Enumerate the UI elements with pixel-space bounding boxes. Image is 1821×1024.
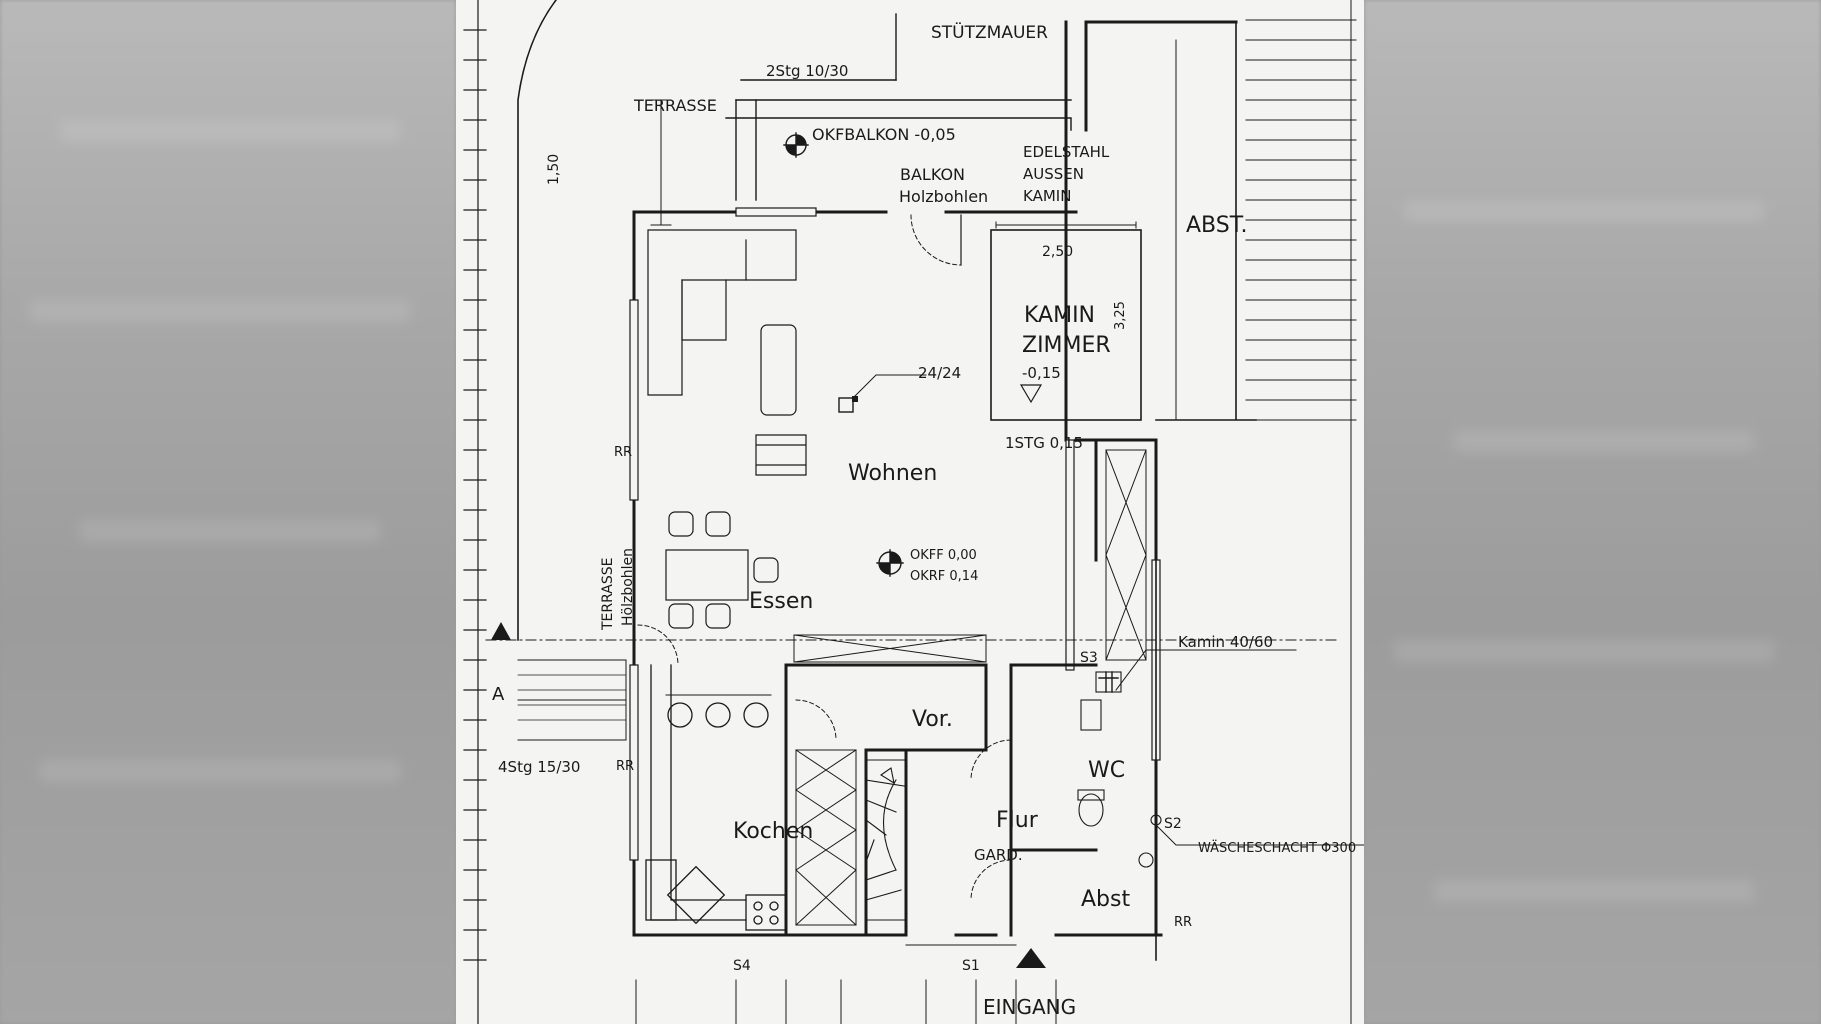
- floor-plan-drawing: STÜTZMAUER 2Stg 10/30 TERRASSE OKFBALKON…: [463, 0, 1364, 1024]
- blurred-background-left: [0, 0, 456, 1024]
- floor-plan-panel: STÜTZMAUER 2Stg 10/30 TERRASSE OKFBALKON…: [456, 0, 1364, 1024]
- label-abst-top: ABST.: [1186, 213, 1248, 238]
- balcony-edge: [650, 99, 1072, 226]
- blurred-background-right: [1364, 0, 1821, 1024]
- label-s1: S1: [962, 958, 980, 974]
- label-dim-150: 1,50: [546, 154, 562, 185]
- kaminzimmer-walls: [990, 221, 1142, 421]
- label-gard: GARD.: [974, 846, 1023, 864]
- staircase: [865, 759, 907, 921]
- label-waescheschacht: WÄSCHESCHACHT Φ300: [1198, 840, 1356, 856]
- retaining-wall: [735, 13, 1072, 201]
- label-okf-balkon: OKFBALKON -0,05: [812, 125, 956, 144]
- balcony-door: [910, 214, 962, 266]
- side-terrace: [517, 659, 627, 741]
- storage-cabinets: [793, 449, 1147, 926]
- label-balkon: BALKON: [900, 165, 965, 184]
- label-kamin-zimmer-2: ZIMMER: [1022, 333, 1111, 358]
- label-s2: S2: [1164, 816, 1182, 832]
- entrance-threshold: [635, 944, 1057, 1024]
- label-eingang: EINGANG: [983, 995, 1076, 1019]
- label-holzbohlen-side: Hölzbohlen: [620, 548, 636, 626]
- label-kamin-4060: Kamin 40/60: [1178, 633, 1273, 651]
- label-s3: S3: [1080, 650, 1098, 666]
- label-stg-015: 1STG 0,15: [1005, 434, 1083, 452]
- kitchen-counter: [645, 664, 787, 931]
- label-rr-left: RR: [614, 445, 632, 460]
- label-kamin-zimmer-1: KAMIN: [1024, 303, 1095, 328]
- label-edelstahl: EDELSTAHL: [1023, 143, 1110, 161]
- label-aussen: AUSSEN: [1023, 165, 1084, 183]
- level-triangle: [1019, 384, 1043, 404]
- label-rr-left2: RR: [616, 759, 634, 774]
- label-level-015: -0,15: [1022, 364, 1061, 382]
- label-dim-250: 2,50: [1042, 244, 1073, 260]
- vor-door: [795, 699, 837, 741]
- label-terrasse-side: TERRASSE: [600, 558, 616, 631]
- label-section-a: A: [492, 684, 505, 705]
- dining-table: [665, 511, 779, 629]
- label-essen: Essen: [749, 589, 813, 614]
- label-kamin-small: KAMIN: [1023, 187, 1071, 205]
- label-vor: Vor.: [912, 707, 953, 732]
- entrance-arrow: [1016, 948, 1046, 968]
- label-stairs-top: 2Stg 10/30: [766, 62, 848, 80]
- label-holzbohlen: Holzbohlen: [899, 187, 988, 206]
- interior-walls: [784, 663, 1098, 937]
- label-dim-325: 3,25: [1113, 301, 1128, 330]
- label-stuetzmauer: STÜTZMAUER: [931, 21, 1048, 43]
- column-marker: [838, 397, 854, 413]
- waescheschacht-leader: [1155, 824, 1364, 846]
- scale-ticks-left: [463, 0, 487, 1024]
- boundary-arc: [517, 0, 557, 641]
- label-wc: WC: [1088, 758, 1125, 783]
- label-okff: OKFF 0,00: [910, 548, 977, 563]
- label-wohnen: Wohnen: [848, 461, 937, 486]
- label-okrf: OKRF 0,14: [910, 569, 978, 584]
- lounge-seating: [647, 229, 807, 476]
- label-column: 24/24: [918, 364, 961, 382]
- label-kochen: Kochen: [733, 819, 813, 844]
- wc-fixtures: [1077, 671, 1162, 868]
- essen-door: [637, 624, 679, 666]
- label-terrasse-top: TERRASSE: [633, 96, 717, 115]
- kamin-leader: [1115, 649, 1297, 691]
- label-rr-right: RR: [1174, 915, 1192, 930]
- label-abst-bottom: Abst: [1081, 887, 1130, 912]
- adjoining-stairs: [1245, 0, 1357, 1024]
- label-s4: S4: [733, 958, 751, 974]
- flur-door: [970, 739, 1012, 901]
- adjoining-building: [1155, 21, 1257, 961]
- section-a-arrow: [491, 622, 511, 640]
- label-stairs-left: 4Stg 15/30: [498, 758, 580, 776]
- label-flur: Flur: [996, 808, 1039, 833]
